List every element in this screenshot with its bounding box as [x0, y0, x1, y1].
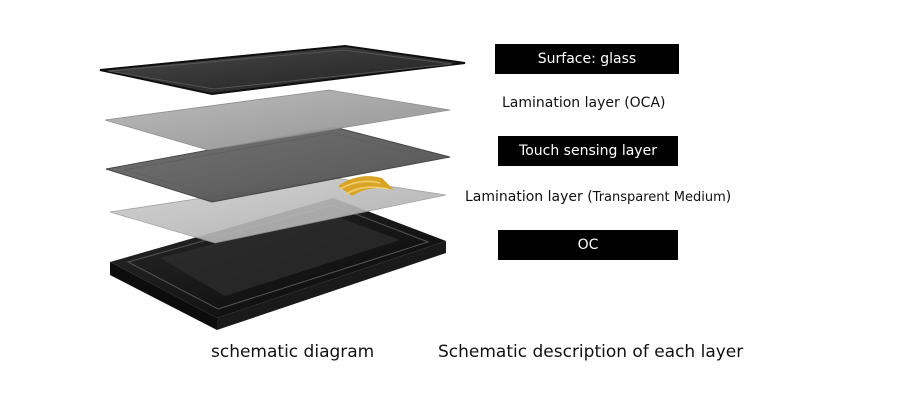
label-oc: OC — [498, 230, 678, 260]
label-oc-text: OC — [577, 237, 599, 253]
label-lamination-medium-suffix: ) — [725, 189, 732, 205]
oc-layer-shape — [110, 198, 446, 330]
fpc-gold-flex — [338, 176, 394, 196]
label-touch-sensing-text: Touch sensing layer — [519, 143, 657, 159]
label-lamination-medium-inner: Transparent Medium — [592, 190, 726, 205]
caption-schematic-diagram: schematic diagram — [211, 342, 374, 362]
label-touch-sensing: Touch sensing layer — [498, 136, 678, 166]
label-surface-glass-text: Surface: glass — [537, 51, 637, 67]
label-lamination-medium-prefix: Lamination layer ( — [465, 189, 593, 205]
caption-layer-description: Schematic description of each layer — [438, 342, 743, 362]
caption-layer-description-text: Schematic description of each layer — [438, 342, 744, 362]
lamination-oca-layer-shape — [104, 89, 451, 151]
label-surface-glass: Surface: glass — [495, 44, 679, 74]
label-lamination-oca: Lamination layer (OCA) — [502, 95, 666, 111]
label-lamination-medium: Lamination layer (Transparent Medium) — [465, 189, 731, 205]
caption-schematic-diagram-text: schematic diagram — [211, 342, 375, 362]
surface-glass-layer-shape — [99, 44, 466, 96]
label-lamination-oca-text: Lamination layer (OCA) — [502, 95, 666, 111]
